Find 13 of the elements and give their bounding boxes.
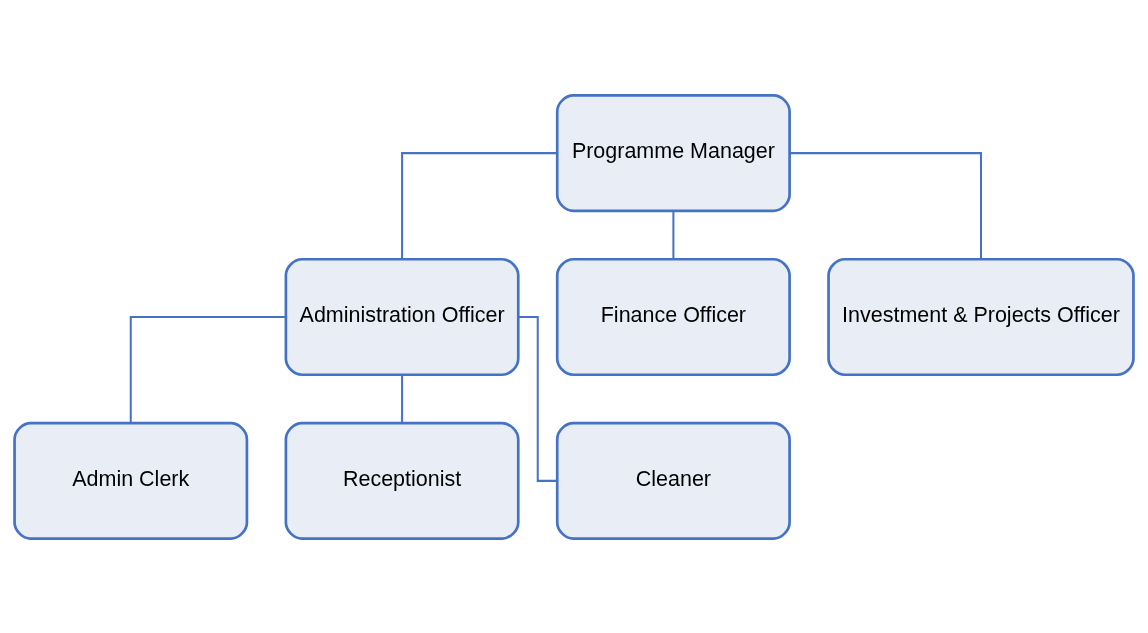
node-box: Admin Clerk [13, 421, 249, 540]
node-box: Administration Officer [284, 257, 520, 376]
node-box: Cleaner [555, 421, 791, 540]
connector [401, 151, 558, 259]
connector [401, 374, 404, 423]
node-box: Receptionist [284, 421, 520, 540]
connector [518, 315, 558, 482]
node-box: Programme Manager [555, 93, 791, 212]
node-box: Finance Officer [555, 257, 791, 376]
connector [672, 210, 675, 259]
node-box: Investment & Projects Officer [827, 257, 1135, 376]
connector [789, 151, 982, 259]
connector [129, 315, 286, 423]
